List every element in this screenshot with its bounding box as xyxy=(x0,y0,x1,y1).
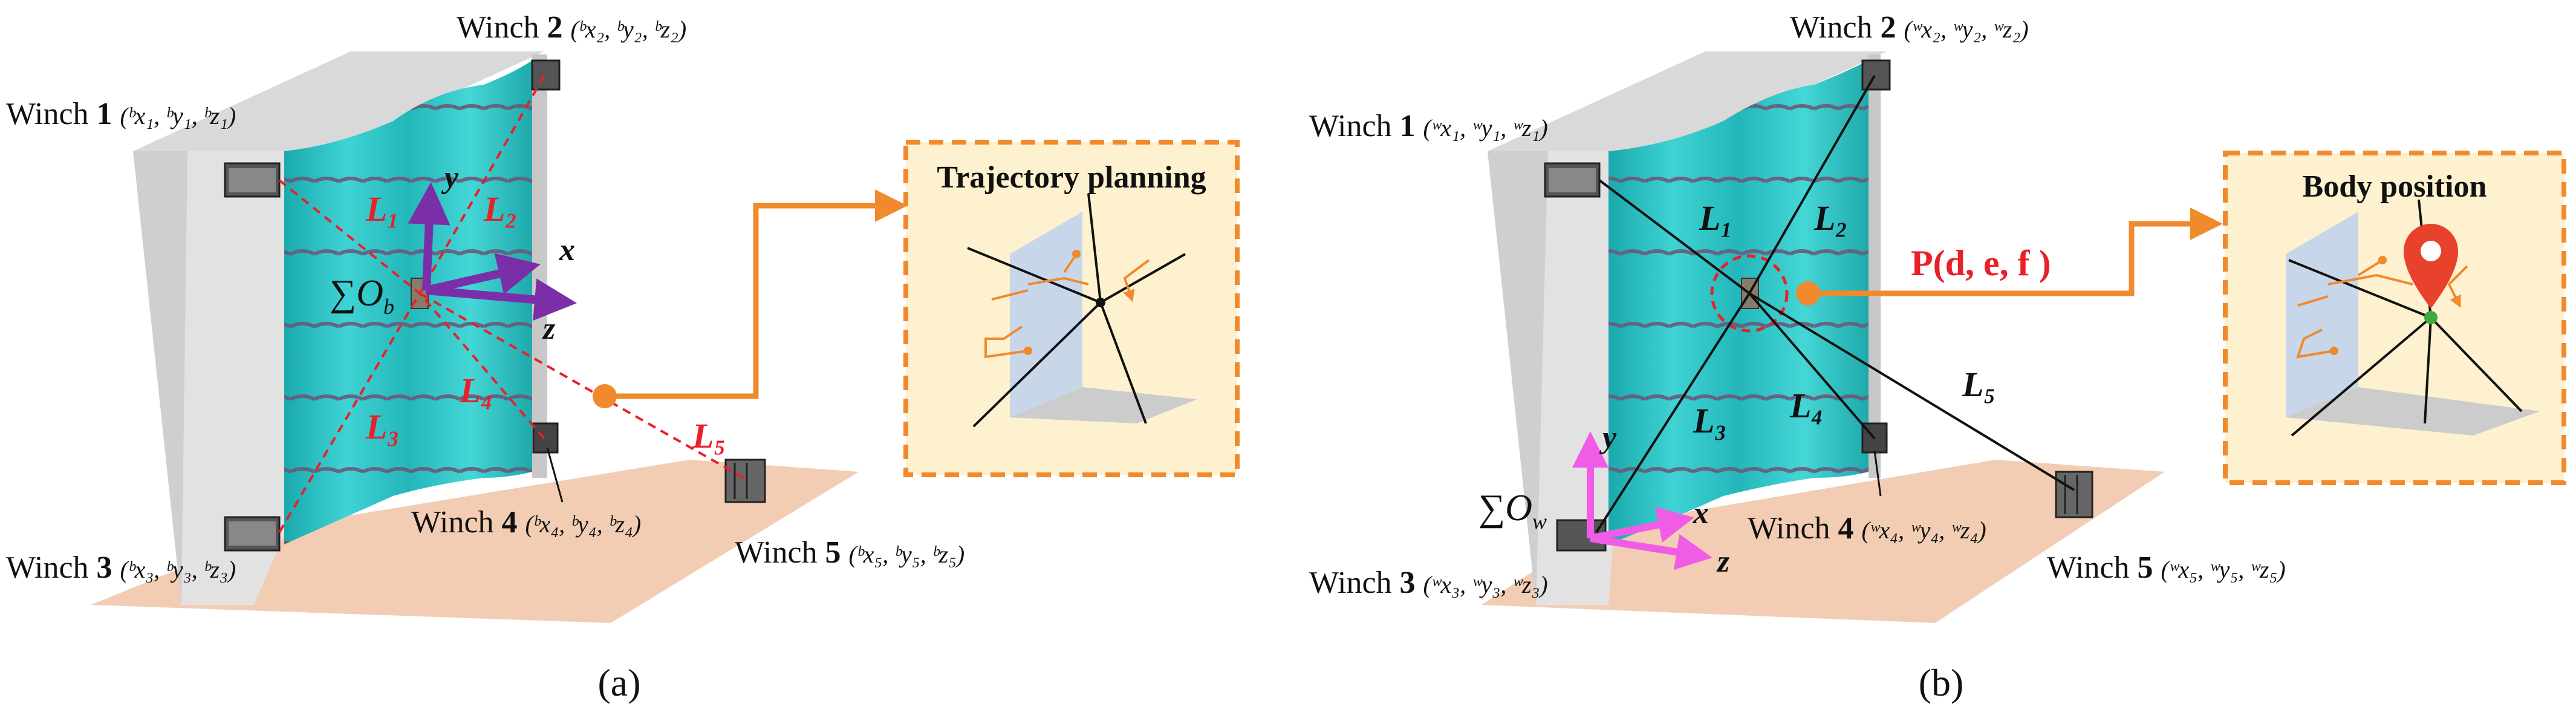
axis-x-b xyxy=(1589,506,1694,543)
curtain-ribs-a xyxy=(284,60,532,544)
winch3-label-b: Winch 3 (ʷx₃, ʷy₃, ʷz₃) xyxy=(1309,566,1548,600)
building-top-a xyxy=(133,51,544,151)
frame-label-b: ∑Ow xyxy=(1478,488,1547,534)
point-label-b: P(d, e, f ) xyxy=(1911,243,2051,283)
winch1-label-a: Winch 1 (ᵇx₁, ᵇy₁, ᵇz₁) xyxy=(6,97,236,131)
building-face-a xyxy=(181,151,290,605)
winch4-leader-b xyxy=(1873,450,1882,497)
axis-y-label-b: y xyxy=(1599,420,1617,455)
inset-a-sketch xyxy=(967,193,1197,428)
winch4-label-a: Winch 4 (ᵇx₄, ᵇy₄, ᵇz₄) xyxy=(411,505,641,540)
axis-y-a xyxy=(408,182,450,291)
cable-l3-label-a: L₃ xyxy=(365,407,400,446)
inset-title-b: Body position xyxy=(2303,169,2487,204)
cable-l4-label-b: L₄ xyxy=(1789,386,1824,425)
axis-z-a xyxy=(426,278,577,321)
axis-z-label-b: z xyxy=(1716,544,1730,579)
cables-b xyxy=(1595,75,2075,534)
building-face-b xyxy=(1536,151,1615,605)
axis-x-label-a: x xyxy=(559,233,575,267)
winch5-label-a: Winch 5 (ᵇx₅, ᵇy₅, ᵇz₅) xyxy=(735,535,964,570)
winch1-label-b: Winch 1 (ʷx₁, ʷy₁, ʷz₁) xyxy=(1309,109,1548,143)
winch4-label-b: Winch 4 (ʷx₄, ʷy₄, ʷz₄) xyxy=(1748,511,1986,546)
inset-b-sketch xyxy=(2286,199,2540,437)
floor-a xyxy=(91,460,859,623)
cable-l1-label-a: L₁ xyxy=(365,189,400,229)
cables-a xyxy=(278,75,744,534)
axis-z-b xyxy=(1590,534,1712,570)
cable-l2-label-a: L₂ xyxy=(483,189,518,229)
location-pin-icon xyxy=(2404,224,2458,308)
curtain-ribs-b xyxy=(1608,60,1869,544)
winch5-label-b: Winch 5 (ʷx₅, ʷy₅, ʷz₅) xyxy=(2047,550,2286,585)
cable-l4-label-a: L₄ xyxy=(459,371,493,410)
floor-b xyxy=(1482,460,2165,623)
cable-l3-label-b: L₃ xyxy=(1693,401,1727,440)
caption-a: (a) xyxy=(597,661,640,704)
winch2-label-b: Winch 2 (ʷx₂, ʷy₂, ʷz₂) xyxy=(1790,10,2029,45)
axis-z-label-a: z xyxy=(542,312,556,346)
cable-l2-label-b: L₂ xyxy=(1813,198,1848,238)
cable-l5-label-b: L₅ xyxy=(1962,365,1996,404)
frame-label-a: ∑Ob xyxy=(330,273,394,319)
axis-y-label-a: y xyxy=(441,160,459,195)
axis-x-a xyxy=(425,253,541,295)
winch-boxes-a xyxy=(224,59,766,552)
cable-l1-label-b: L₁ xyxy=(1699,198,1733,238)
inset-title-a: Trajectory planning xyxy=(937,160,1206,195)
winch4-leader-a xyxy=(546,447,564,503)
connector-b xyxy=(1808,207,2223,296)
winch2-label-a: Winch 2 (ᵇx₂, ᵇy₂, ᵇz₂) xyxy=(457,10,686,45)
caption-b: (b) xyxy=(1919,661,1964,704)
axis-x-label-b: x xyxy=(1693,496,1709,530)
panel-b xyxy=(1482,51,2566,623)
panel-a xyxy=(91,51,1240,623)
connector-a xyxy=(605,189,908,399)
building-top-b xyxy=(1488,51,1887,151)
winch3-label-a: Winch 3 (ᵇx₃, ᵇy₃, ᵇz₃) xyxy=(6,550,236,585)
cable-l5-label-a: L₅ xyxy=(692,416,726,455)
robot-highlight-b xyxy=(1710,254,1789,333)
